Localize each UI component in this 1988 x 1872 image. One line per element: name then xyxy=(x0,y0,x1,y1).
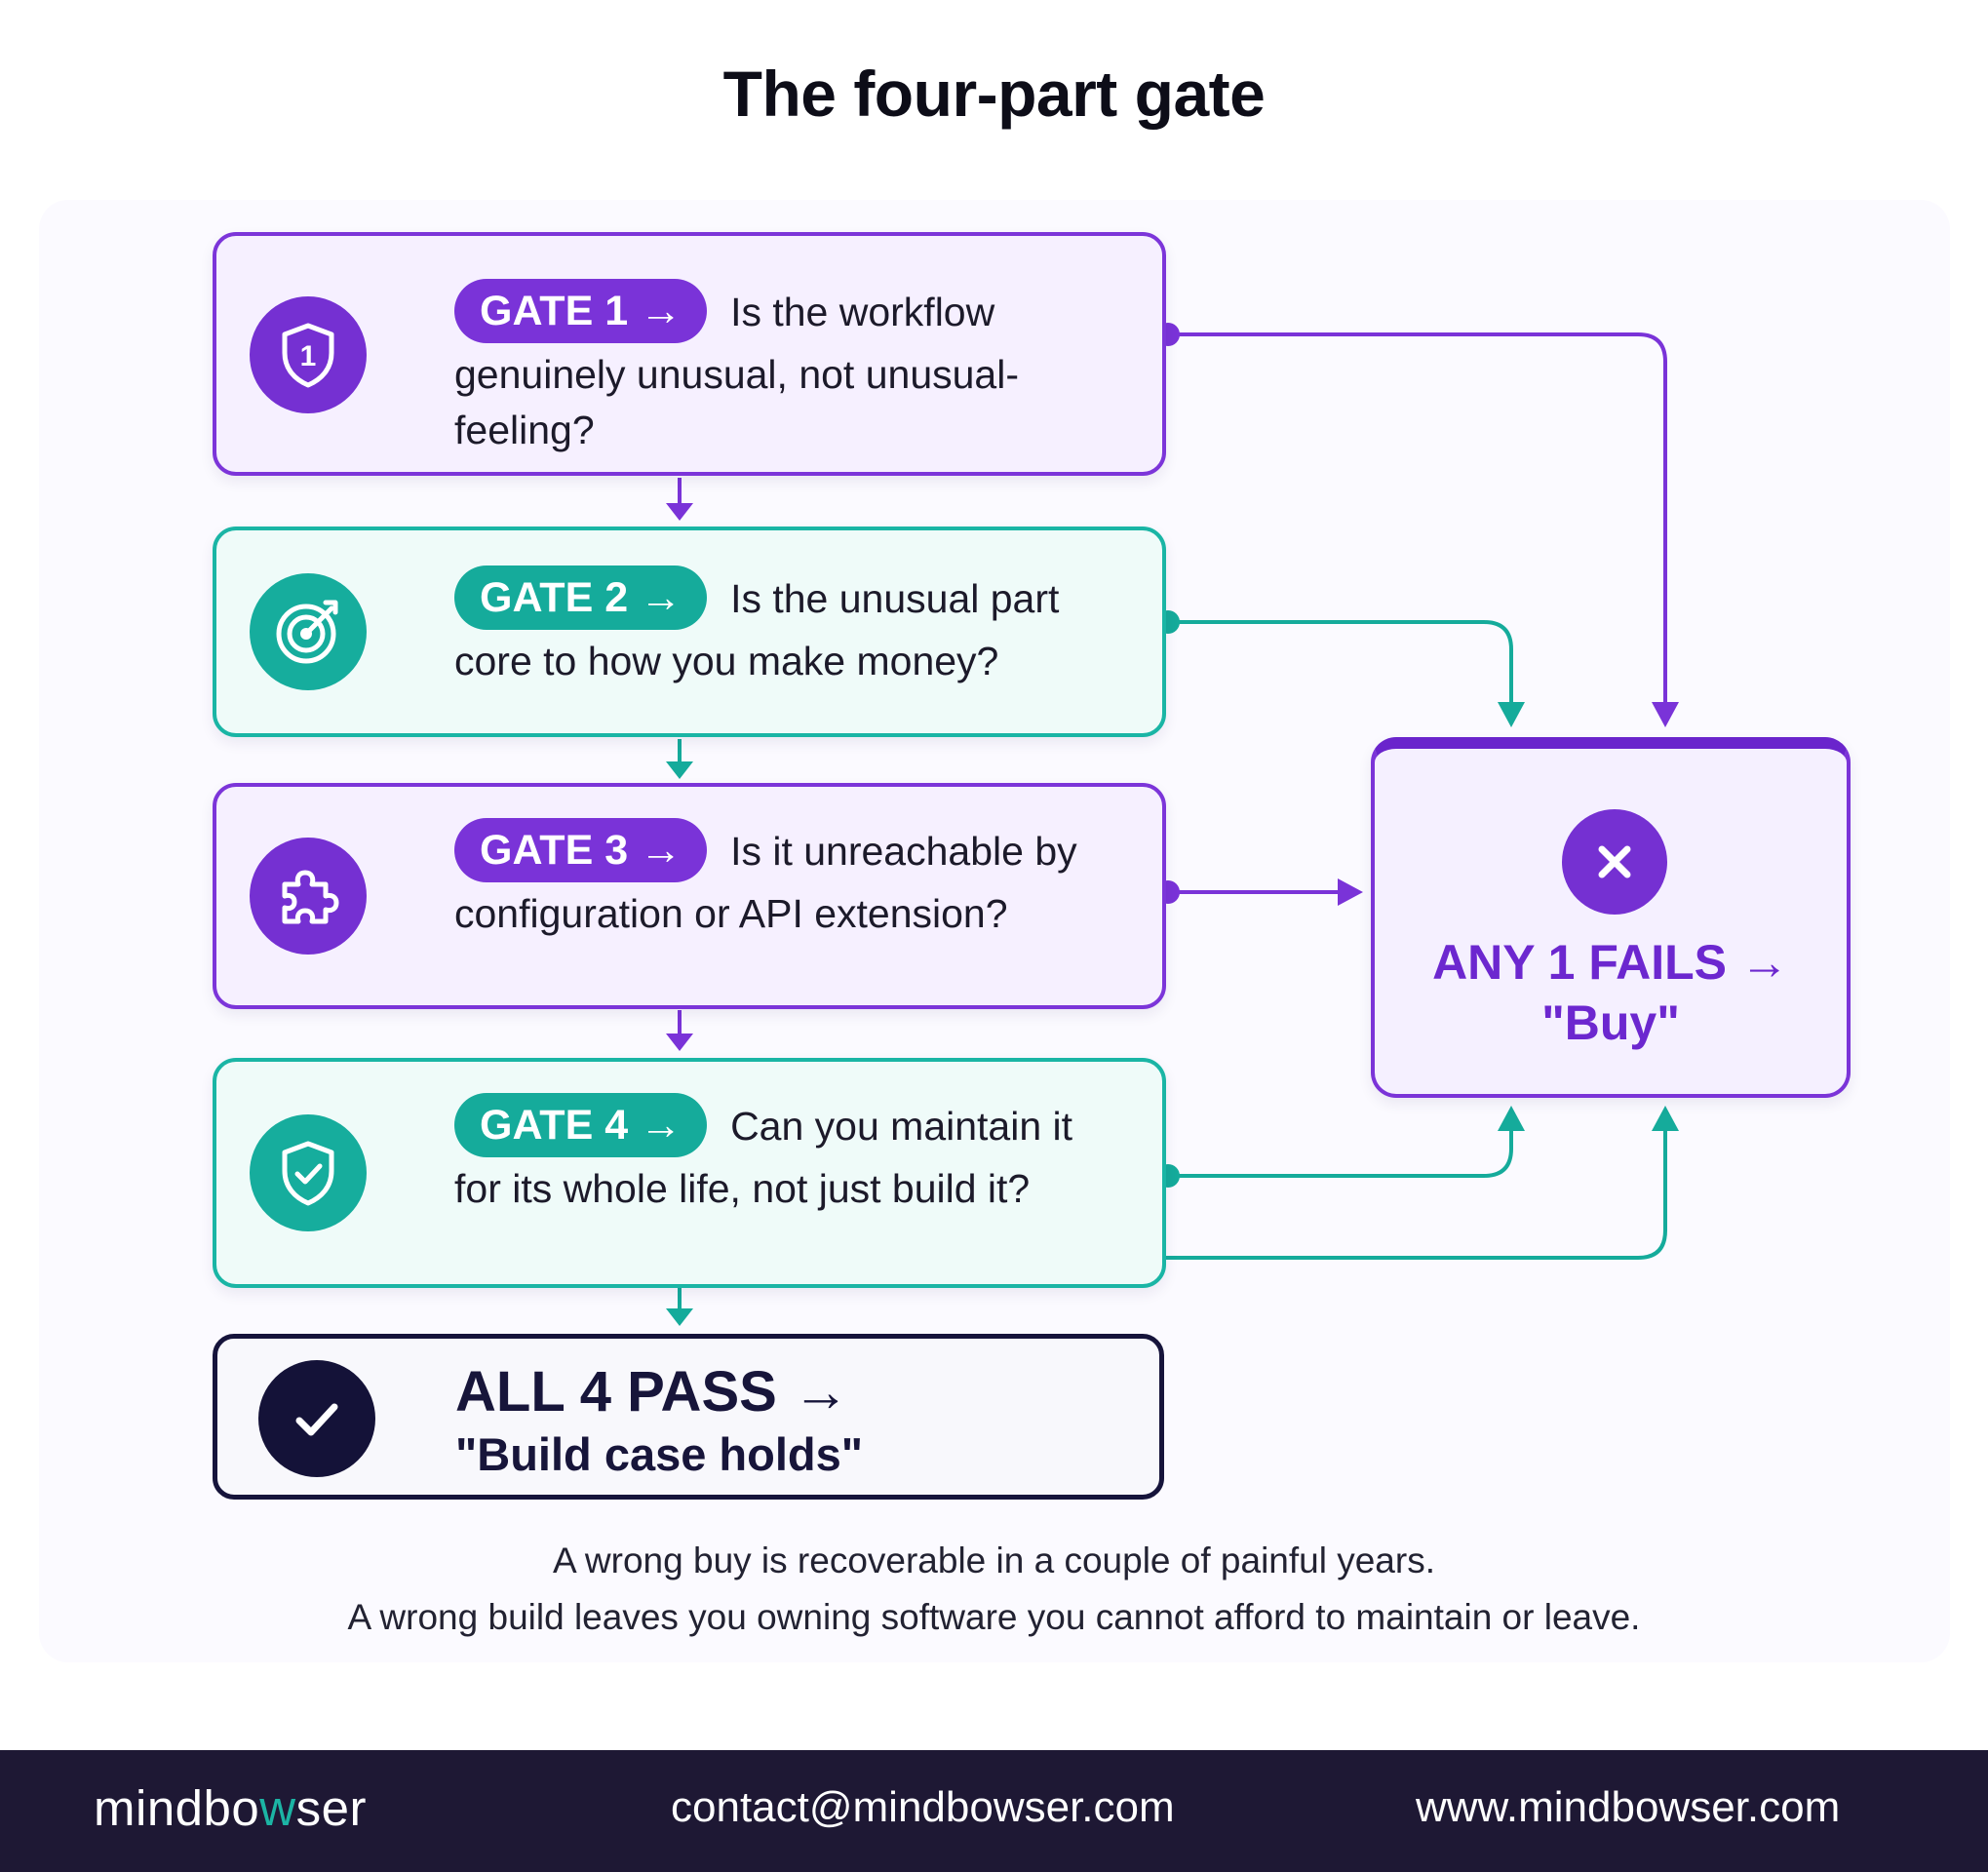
gate-4-card: GATE 4 →Can you maintain it for its whol… xyxy=(213,1058,1166,1288)
gate-1-icon-number: 1 xyxy=(300,340,317,372)
puzzle-icon xyxy=(250,838,367,955)
target-icon xyxy=(250,573,367,690)
all-pass-headline: ALL 4 PASS → xyxy=(455,1360,849,1424)
brand-logo-prefix: mindbo xyxy=(94,1780,260,1836)
gate-3-card: GATE 3 →Is it unreachable by configurati… xyxy=(213,783,1166,1009)
shield-check-icon xyxy=(250,1114,367,1231)
gate-3-content: GATE 3 →Is it unreachable by configurati… xyxy=(454,818,1123,942)
gate-4-pill: GATE 4 → xyxy=(454,1093,708,1157)
check-icon xyxy=(258,1360,375,1477)
brand-logo: mindbowser xyxy=(94,1779,367,1837)
gate-1-question: Is the workflow genuinely unusual, not u… xyxy=(454,289,1019,452)
close-icon xyxy=(1562,809,1667,915)
gate-2-content: GATE 2 →Is the unusual part core to how … xyxy=(454,566,1123,689)
note-line-1: A wrong buy is recoverable in a couple o… xyxy=(553,1540,1435,1580)
diagram-title: The four-part gate xyxy=(722,58,1266,130)
gate-2-pill: GATE 2 → xyxy=(454,566,708,630)
gate-2-card: GATE 2 →Is the unusual part core to how … xyxy=(213,526,1166,737)
gate-4-content: GATE 4 →Can you maintain it for its whol… xyxy=(454,1093,1123,1217)
brand-logo-suffix: ser xyxy=(295,1780,367,1836)
brand-logo-accent: w xyxy=(259,1780,296,1836)
gate-1-card: 1 GATE 1 →Is the workflow genuinely unus… xyxy=(213,232,1166,476)
all-pass-result: "Build case holds" xyxy=(455,1428,864,1480)
any-fails-card: ANY 1 FAILS → "Buy" xyxy=(1371,737,1851,1098)
footer-email-link[interactable]: contact@mindbowser.com xyxy=(671,1783,1175,1831)
footer-bar: mindbowser contact@mindbowser.com www.mi… xyxy=(0,1750,1988,1872)
any-fails-content: ANY 1 FAILS → "Buy" xyxy=(1375,932,1847,1053)
gate-1-pill: GATE 1 → xyxy=(454,279,708,343)
gate-1-content: GATE 1 →Is the workflow genuinely unusua… xyxy=(454,279,1123,458)
all-pass-content: ALL 4 PASS → "Build case holds" xyxy=(455,1360,863,1485)
any-fails-headline: ANY 1 FAILS → xyxy=(1432,935,1789,990)
any-fails-result: "Buy" xyxy=(1541,995,1680,1050)
all-pass-card: ALL 4 PASS → "Build case holds" xyxy=(213,1334,1164,1500)
gate-3-pill: GATE 3 → xyxy=(454,818,708,882)
footer-website-link[interactable]: www.mindbowser.com xyxy=(1416,1783,1841,1831)
gate-4-question: Can you maintain it for its whole life, … xyxy=(454,1103,1073,1211)
shield-number-icon: 1 xyxy=(250,296,367,413)
gate-2-question: Is the unusual part core to how you make… xyxy=(454,575,1060,683)
gate-3-question: Is it unreachable by configuration or AP… xyxy=(454,828,1077,936)
note-line-2: A wrong build leaves you owning software… xyxy=(347,1597,1641,1637)
